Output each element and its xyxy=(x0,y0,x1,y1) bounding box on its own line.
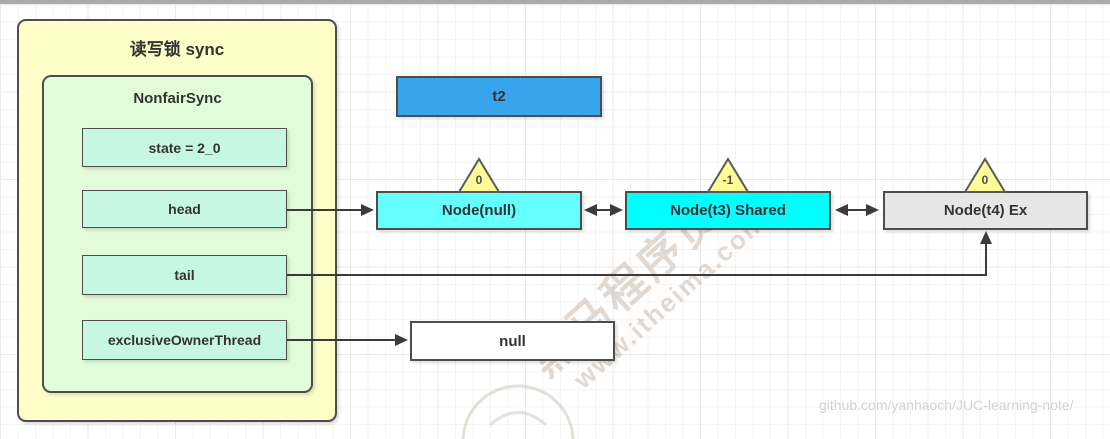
triangle-icon xyxy=(706,157,750,193)
field-state-label: state = 2_0 xyxy=(148,139,221,156)
node-null-label: Node(null) xyxy=(441,202,517,219)
field-state: state = 2_0 xyxy=(82,128,287,167)
prev-next-link-1 xyxy=(584,204,623,216)
field-head-label: head xyxy=(168,201,201,217)
top-border-bar xyxy=(0,0,1110,4)
triangle-icon xyxy=(457,157,501,193)
wait-status-triangle-node-null: 0 xyxy=(456,156,502,194)
tail-pointer-arrow xyxy=(287,231,992,276)
wait-status-value: 0 xyxy=(981,173,989,187)
wait-status-value: -1 xyxy=(722,173,734,187)
field-head: head xyxy=(82,190,287,228)
brand-logo-watermark xyxy=(461,384,575,439)
wait-status-triangle-node-t4: 0 xyxy=(962,156,1008,194)
triangle-icon xyxy=(963,157,1007,193)
node-t3-label: Node(t3) Shared xyxy=(670,202,786,219)
node-t3-shared: Node(t3) Shared xyxy=(625,191,831,230)
prev-next-link-2 xyxy=(835,204,879,216)
nonfairsync-title: NonfairSync xyxy=(133,90,222,107)
field-eot-label: exclusiveOwnerThread xyxy=(107,332,262,348)
wait-status-triangle-node-t3: -1 xyxy=(705,156,751,194)
thread-t2-label: t2 xyxy=(492,88,506,105)
null-value-label: null xyxy=(499,332,526,350)
field-tail: tail xyxy=(82,255,287,295)
wait-status-value: 0 xyxy=(475,173,483,187)
field-tail-label: tail xyxy=(174,267,195,283)
null-value-box: null xyxy=(410,321,615,361)
thread-t2-box: t2 xyxy=(396,76,602,117)
node-null: Node(null) xyxy=(376,191,582,230)
node-t4-label: Node(t4) Ex xyxy=(943,202,1028,219)
field-exclusive-owner-thread: exclusiveOwnerThread xyxy=(82,320,287,360)
rwlock-sync-title: 读写锁 sync xyxy=(129,40,225,59)
github-watermark: github.com/yanhaoch/JUC-learning-note/ xyxy=(819,397,1074,413)
node-t4-ex: Node(t4) Ex xyxy=(883,191,1088,230)
